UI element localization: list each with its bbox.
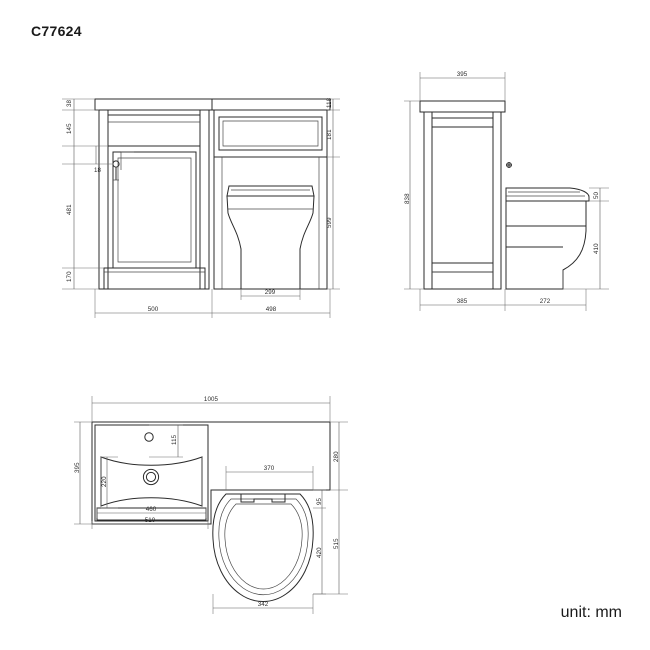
page-title: C77624 — [31, 23, 82, 39]
dim-plan-seat-length: 420 — [316, 547, 323, 558]
dim-plan-overall-width: 1005 — [204, 396, 219, 403]
dim-side-depth: 395 — [457, 71, 468, 78]
plan-view-geometry — [91, 421, 331, 602]
plan-view-dimensions: 1005 395 115 220 460 510 370 — [74, 396, 348, 614]
side-elevation-geometry — [419, 100, 590, 290]
dim-side-seat-thickness: 50 — [593, 191, 600, 199]
dim-front-pan-width: 299 — [265, 289, 276, 296]
dim-side-pan-depth: 272 — [540, 298, 551, 305]
dim-plan-total-depth: 515 — [333, 538, 340, 549]
dim-front-lower: 599 — [326, 217, 333, 228]
dim-plan-upper-offset: 280 — [333, 451, 340, 462]
dim-plan-overall-depth: 395 — [74, 462, 81, 473]
dim-plan-basin-outer-width: 510 — [145, 517, 156, 524]
dim-front-drawer: 145 — [66, 123, 73, 134]
dim-plan-seat-width: 342 — [258, 601, 269, 608]
dim-side-total-height: 838 — [404, 193, 411, 204]
front-elevation-dimensions: 38 145 481 170 18 118 181 599 500 498 29… — [62, 97, 340, 318]
dim-front-tap-offset: 18 — [94, 167, 102, 174]
dim-plan-tap-offset: 115 — [171, 434, 178, 445]
dim-side-pan-height: 410 — [593, 243, 600, 254]
dim-plan-seat-gap: 95 — [316, 497, 323, 505]
dim-front-cistern-panel: 181 — [326, 129, 333, 140]
dim-front-worktop: 38 — [66, 99, 73, 107]
unit-note: unit: mm — [560, 604, 622, 621]
dim-plan-bowl-depth: 220 — [101, 476, 108, 487]
dim-front-top-band: 118 — [326, 97, 333, 108]
dim-front-door: 481 — [66, 204, 73, 215]
side-elevation-dimensions: 395 838 50 410 385 272 — [404, 71, 609, 311]
dim-plan-basin-inner-width: 460 — [146, 506, 157, 513]
dim-side-cabinet-depth: 385 — [457, 298, 468, 305]
dim-front-wc-width: 498 — [266, 306, 277, 313]
dim-plan-wc-width: 370 — [264, 465, 275, 472]
dim-front-plinth: 170 — [66, 271, 73, 282]
dim-front-vanity-width: 500 — [148, 306, 159, 313]
